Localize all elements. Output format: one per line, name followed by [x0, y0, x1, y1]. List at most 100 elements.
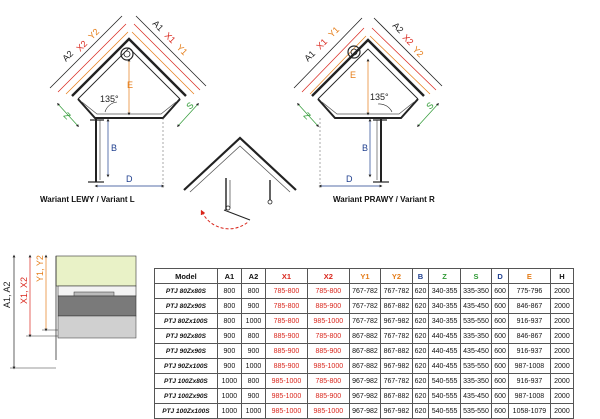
table-header-h: H — [549, 268, 575, 284]
model-cell: PTJ 100Zx80S — [154, 373, 218, 389]
model-cell: PTJ 100Zx90S — [154, 388, 218, 404]
table-cell: 440-455 — [428, 343, 461, 359]
table-header-d: D — [491, 268, 509, 284]
label-b-right: B — [362, 143, 368, 153]
model-cell: PTJ 90Zx100S — [154, 358, 218, 374]
label-x2-right: X2 — [401, 32, 416, 47]
table-cell: 785-800 — [306, 373, 350, 389]
table-cell: 2000 — [549, 388, 575, 404]
model-cell: PTJ 90Zx80S — [154, 328, 218, 344]
table-cell: 1000 — [240, 313, 267, 329]
table-header-y2: Y2 — [380, 268, 413, 284]
table-header-e: E — [507, 268, 551, 284]
table-header-z: Z — [428, 268, 461, 284]
table-header-a1: A1 — [216, 268, 242, 284]
table-cell: 1000 — [240, 403, 267, 419]
table-cell: 985-1000 — [265, 388, 308, 404]
table-cell: 785-800 — [265, 283, 308, 299]
table-cell: 600 — [491, 403, 509, 419]
table-cell: 620 — [411, 298, 430, 314]
label-a2-right: A2 — [391, 20, 406, 35]
table-cell: 440-455 — [428, 358, 461, 374]
table-cell: 967-982 — [380, 358, 413, 374]
model-cell: PTJ 100Zx100S — [154, 403, 218, 419]
table-cell: 867-882 — [348, 358, 382, 374]
section-label-a2: A2 — [2, 281, 12, 292]
table-header-a2: A2 — [240, 268, 267, 284]
table-cell: 1000 — [240, 358, 267, 374]
table-cell: 967-982 — [348, 403, 382, 419]
table-cell: 535-550 — [459, 313, 493, 329]
table-header-x1: X1 — [265, 268, 308, 284]
label-angle-right: 135° — [370, 92, 389, 102]
table-cell: 600 — [491, 388, 509, 404]
table-cell: 785-800 — [265, 313, 308, 329]
label-e-right: E — [350, 70, 356, 80]
table-cell: 967-982 — [348, 373, 382, 389]
section-label-x: X1, X2 — [19, 277, 29, 304]
table-cell: 846-867 — [507, 328, 551, 344]
section-label-y2: Y2 — [35, 255, 45, 266]
side-section-detail: A1, A2 X1, X2 Y1, Y2 — [2, 254, 137, 370]
label-x1-right: X1 — [314, 37, 329, 52]
table-header-s: S — [459, 268, 493, 284]
table-cell: 885-900 — [306, 343, 350, 359]
caption-variant-right: Wariant PRAWY / Variant R — [333, 195, 435, 204]
table-cell: 775-796 — [507, 283, 551, 299]
table-cell: 600 — [491, 358, 509, 374]
table-cell: 767-782 — [348, 298, 382, 314]
table-cell: 540-555 — [428, 388, 461, 404]
table-cell: 535-550 — [459, 358, 493, 374]
label-d-left: D — [126, 174, 133, 184]
table-cell: 800 — [216, 298, 242, 314]
table-cell: 340-355 — [428, 283, 461, 299]
model-cell: PTJ 90Zx90S — [154, 343, 218, 359]
table-cell: 620 — [411, 283, 430, 299]
label-x1-left: X1 — [163, 30, 178, 45]
table-cell: 900 — [216, 343, 242, 359]
table-header-b: B — [411, 268, 430, 284]
table-cell: 1000 — [216, 388, 242, 404]
label-y1-right: Y1 — [326, 25, 341, 40]
table-cell: 600 — [491, 328, 509, 344]
table-cell: 885-900 — [265, 343, 308, 359]
label-d-right: D — [346, 174, 353, 184]
table-cell: 2000 — [549, 283, 575, 299]
table-cell: 767-782 — [348, 283, 382, 299]
table-cell: 620 — [411, 313, 430, 329]
table-cell: 846-867 — [507, 298, 551, 314]
table-cell: 535-550 — [459, 403, 493, 419]
table-cell: 435-450 — [459, 298, 493, 314]
table-cell: 2000 — [549, 358, 575, 374]
label-a1-left: A1 — [151, 18, 166, 33]
table-cell: 985-1000 — [265, 403, 308, 419]
table-cell: 440-455 — [428, 328, 461, 344]
table-cell: 2000 — [549, 343, 575, 359]
table-cell: 1058-1079 — [507, 403, 551, 419]
table-cell: 600 — [491, 343, 509, 359]
table-cell: 785-800 — [306, 328, 350, 344]
label-s-left: S — [184, 100, 195, 111]
model-cell: PTJ 80Zx100S — [154, 313, 218, 329]
table-cell: 987-1008 — [507, 358, 551, 374]
table-cell: 335-350 — [459, 328, 493, 344]
table-cell: 916-937 — [507, 313, 551, 329]
table-cell: 2000 — [549, 298, 575, 314]
section-label-x1: X1 — [19, 293, 29, 304]
table-cell: 335-350 — [459, 283, 493, 299]
table-cell: 867-882 — [380, 343, 413, 359]
table-cell: 435-450 — [459, 388, 493, 404]
table-cell: 967-982 — [380, 313, 413, 329]
table-cell: 985-1000 — [306, 313, 350, 329]
table-cell: 900 — [240, 343, 267, 359]
table-cell: 800 — [216, 283, 242, 299]
table-cell: 885-900 — [265, 358, 308, 374]
table-cell: 767-782 — [380, 283, 413, 299]
label-y1-left: Y1 — [175, 42, 190, 57]
table-cell: 885-900 — [265, 328, 308, 344]
table-cell: 2000 — [549, 313, 575, 329]
